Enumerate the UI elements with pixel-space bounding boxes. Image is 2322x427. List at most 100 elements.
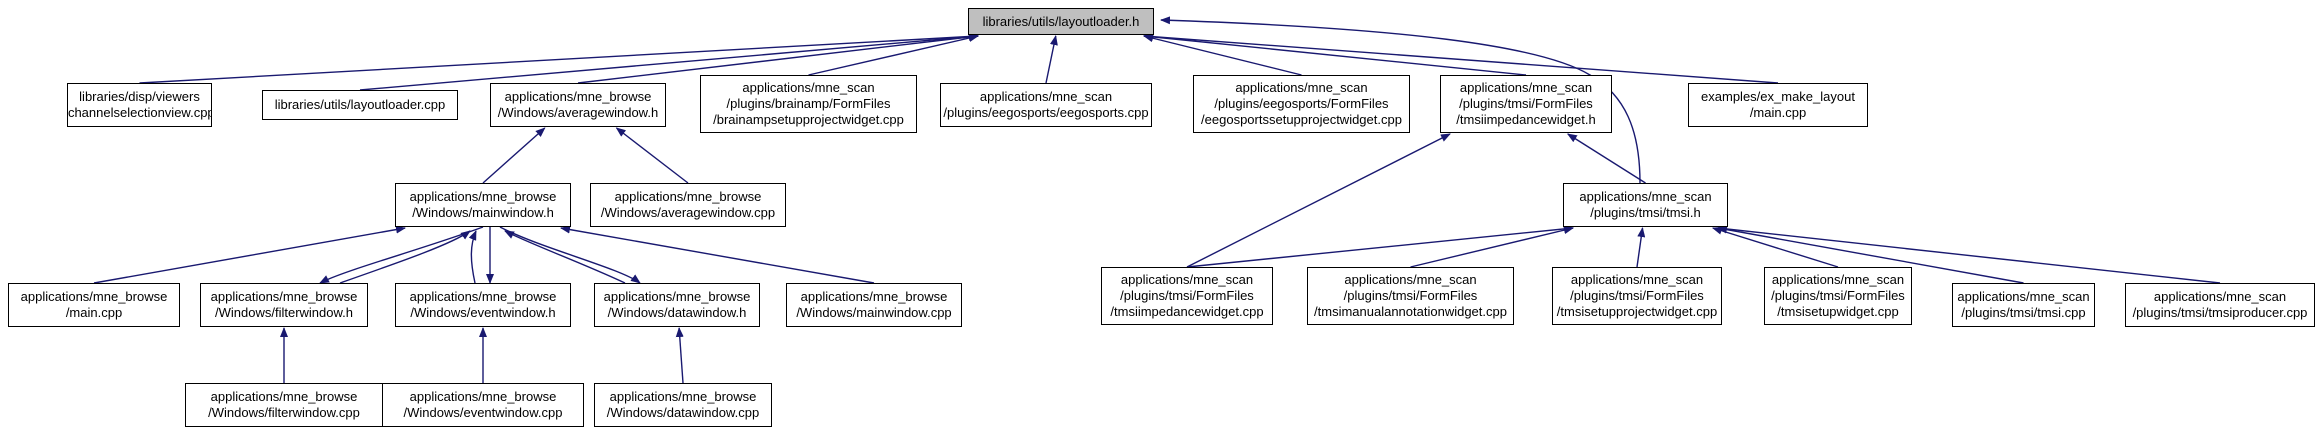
node-filterwindow-cpp[interactable]: applications/mne_browse/Windows/filterwi… <box>185 383 383 427</box>
node-label-line: libraries/disp/viewers <box>79 89 200 104</box>
node-label-line: applications/mne_scan <box>1235 80 1368 95</box>
node-label-line: /Windows/filterwindow.cpp <box>208 405 360 420</box>
node-label-line: applications/mne_scan <box>1570 272 1704 287</box>
node-datawindow-h[interactable]: applications/mne_browse/Windows/datawind… <box>594 283 760 327</box>
edge-llcpp-to-root <box>359 32 979 91</box>
edge-setupproj-to-tmsih <box>1636 227 1646 268</box>
edge-mwcpp-to-mwh <box>560 225 875 284</box>
node-label-line: /Windows/datawindow.cpp <box>606 405 760 420</box>
node-label-line: applications/mne_browse <box>20 289 168 304</box>
node-datawindow-cpp[interactable]: applications/mne_browse/Windows/datawind… <box>594 383 772 427</box>
node-label-line: /Windows/mainwindow.cpp <box>796 305 952 320</box>
node-label-line: /plugins/tmsi/FormFiles <box>1771 288 1905 303</box>
edge-impedcpp-to-tmsih <box>1186 224 1574 268</box>
edge-mwh-to-avgh <box>482 127 546 184</box>
edge-eegocpp-to-root <box>1045 35 1058 84</box>
node-label-line: /Windows/filterwindow.h <box>215 305 353 320</box>
node-label-line: applications/mne_scan <box>2153 289 2287 304</box>
node-filterwindow-h[interactable]: applications/mne_browse/Windows/filterwi… <box>200 283 368 327</box>
node-tmsiproducer-cpp[interactable]: applications/mne_scan/plugins/tmsi/tmsip… <box>2125 283 2315 327</box>
node-eventwindow-h[interactable]: applications/mne_browse/Windows/eventwin… <box>395 283 571 327</box>
node-label-line: /plugins/brainamp/FormFiles <box>726 96 891 111</box>
edge-mwh-to-datah <box>499 226 641 284</box>
edge-avgh-to-root <box>577 33 979 84</box>
edge-impedh-to-root <box>1143 32 1527 76</box>
node-label-line: libraries/utils/layoutloader.cpp <box>274 97 446 112</box>
edge-avgcpp-to-avgh <box>615 127 689 184</box>
node-tmsisetupprojectwidget-cpp[interactable]: applications/mne_scan/plugins/tmsi/FormF… <box>1552 267 1722 325</box>
node-label-line: /channelselectionview.cpp <box>67 105 212 120</box>
node-label-line: applications/mne_browse <box>609 389 757 404</box>
node-label-line: /plugins/tmsi/tmsi.cpp <box>1961 305 2086 320</box>
node-layoutloader-cpp[interactable]: libraries/utils/layoutloader.cpp <box>262 90 458 120</box>
node-label-line: applications/mne_browse <box>210 389 358 404</box>
node-label-line: /Windows/averagewindow.h <box>497 105 659 120</box>
edge-brain-to-root <box>808 34 979 76</box>
node-label-line: /Windows/mainwindow.h <box>412 205 554 220</box>
node-eegosports-cpp[interactable]: applications/mne_scan/plugins/eegosports… <box>940 83 1152 127</box>
node-label-line: /tmsimanualannotationwidget.cpp <box>1314 304 1507 319</box>
node-mainwindow-h[interactable]: applications/mne_browse/Windows/mainwind… <box>395 183 571 227</box>
node-mne-browse-main-cpp[interactable]: applications/mne_browse/main.cpp <box>8 283 180 327</box>
node-label-line: /Windows/eventwindow.cpp <box>403 405 563 420</box>
node-label-line: applications/mne_browse <box>504 89 652 104</box>
node-tmsisetupwidget-cpp[interactable]: applications/mne_scan/plugins/tmsi/FormF… <box>1764 267 1912 325</box>
node-tmsimanualannotationwidget-cpp[interactable]: applications/mne_scan/plugins/tmsi/FormF… <box>1307 267 1514 325</box>
edge-mwh-to-filth <box>319 226 484 284</box>
node-label-line: /brainampsetupprojectwidget.cpp <box>713 112 904 127</box>
node-label-line: /plugins/tmsi/FormFiles <box>1570 288 1704 303</box>
node-label-line: /Windows/eventwindow.h <box>410 305 556 320</box>
node-label-line: /tmsisetupwidget.cpp <box>1777 304 1899 319</box>
node-label-line: applications/mne_browse <box>210 289 358 304</box>
node-averagewindow-cpp[interactable]: applications/mne_browse/Windows/averagew… <box>590 183 786 227</box>
node-label-line: /plugins/tmsi/tmsi.h <box>1590 205 1701 220</box>
node-label-line: applications/mne_browse <box>409 389 557 404</box>
node-eventwindow-cpp[interactable]: applications/mne_browse/Windows/eventwin… <box>382 383 584 427</box>
node-label-line: applications/mne_browse <box>409 289 557 304</box>
node-label-line: applications/mne_browse <box>409 189 557 204</box>
node-label-line: applications/mne_scan <box>1957 289 2090 304</box>
node-ex-make-layout-main-cpp[interactable]: examples/ex_make_layout/main.cpp <box>1688 83 1868 127</box>
edge-manual-to-tmsih <box>1410 226 1574 268</box>
node-label-line: examples/ex_make_layout <box>1701 89 1855 104</box>
node-label-line: applications/mne_browse <box>603 289 751 304</box>
node-label-line: /plugins/tmsi/FormFiles <box>1343 288 1478 303</box>
edge-tmsih-to-root <box>1160 16 1641 184</box>
node-mainwindow-cpp[interactable]: applications/mne_browse/Windows/mainwind… <box>786 283 962 327</box>
edge-setupw-to-tmsih <box>1711 226 1839 268</box>
node-label-line: /plugins/tmsi/FormFiles <box>1120 288 1254 303</box>
node-label-line: /tmsiimpedancewidget.h <box>1456 112 1596 127</box>
node-label-line: applications/mne_scan <box>1459 80 1593 95</box>
node-layoutloader-h: libraries/utils/layoutloader.h <box>968 8 1154 35</box>
edge-tmsicpp-to-tmsih <box>1717 225 2024 284</box>
edge-eegoform-to-root <box>1143 34 1302 76</box>
node-channelselectionview-cpp[interactable]: libraries/disp/viewers/channelselectionv… <box>67 83 212 127</box>
node-label-line: applications/mne_scan <box>1771 272 1905 287</box>
node-label-line: libraries/utils/layoutloader.h <box>982 13 1140 29</box>
node-tmsiimpedancewidget-h[interactable]: applications/mne_scan/plugins/tmsi/FormF… <box>1440 75 1612 133</box>
edge-impedcpp-to-impedh <box>1186 133 1451 268</box>
node-label-line: applications/mne_browse <box>800 289 948 304</box>
node-brainampsetupprojectwidget-cpp[interactable]: applications/mne_scan/plugins/brainamp/F… <box>700 75 917 133</box>
edge-exmain-to-root <box>1143 32 1779 84</box>
node-label-line: /Windows/averagewindow.cpp <box>600 205 776 220</box>
node-label-line: /plugins/tmsi/tmsiproducer.cpp <box>2132 305 2308 320</box>
node-tmsi-h[interactable]: applications/mne_scan/plugins/tmsi/tmsi.… <box>1563 183 1728 227</box>
node-label-line: /tmsisetupprojectwidget.cpp <box>1556 304 1718 319</box>
node-label-line: applications/mne_scan <box>979 89 1113 104</box>
edge-tmsih-to-impedh <box>1566 133 1646 184</box>
edge-maincpp-to-mwh <box>93 225 406 284</box>
node-label-line: /eegosportssetupprojectwidget.cpp <box>1201 112 1402 127</box>
node-averagewindow-h[interactable]: applications/mne_browse/Windows/averagew… <box>490 83 666 127</box>
node-label-line: applications/mne_scan <box>1344 272 1477 287</box>
node-label-line: /plugins/eegosports/FormFiles <box>1214 96 1389 111</box>
node-label-line: /tmsiimpedancewidget.cpp <box>1110 304 1264 319</box>
node-label-line: applications/mne_scan <box>742 80 875 95</box>
node-tmsiimpedancewidget-cpp[interactable]: applications/mne_scan/plugins/tmsi/FormF… <box>1101 267 1273 325</box>
node-eegosportssetupprojectwidget-cpp[interactable]: applications/mne_scan/plugins/eegosports… <box>1193 75 1410 133</box>
node-tmsi-cpp[interactable]: applications/mne_scan/plugins/tmsi/tmsi.… <box>1952 283 2095 327</box>
edge-datah-to-mwh <box>504 230 626 284</box>
node-label-line: applications/mne_scan <box>1120 272 1254 287</box>
node-label-line: /plugins/tmsi/FormFiles <box>1459 96 1593 111</box>
